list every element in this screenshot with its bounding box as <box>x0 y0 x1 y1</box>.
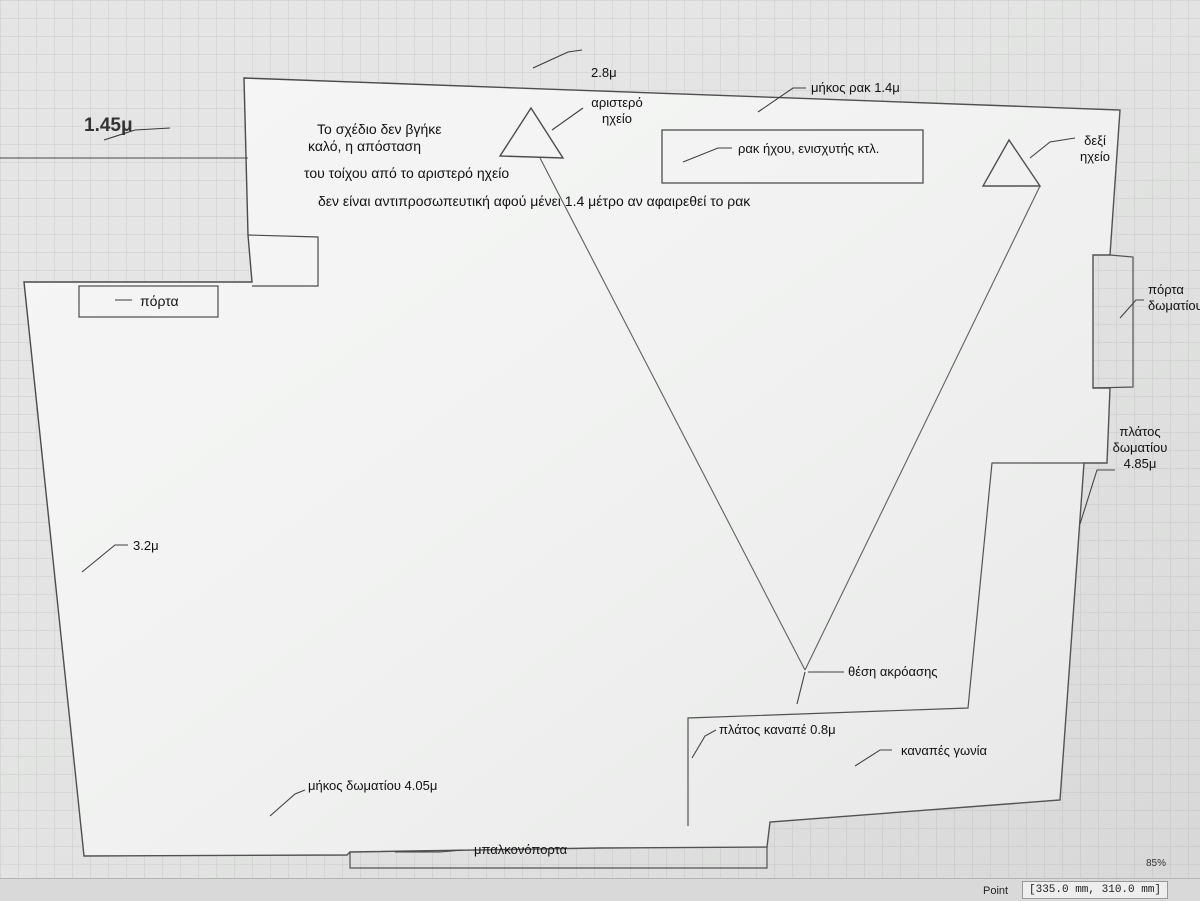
dimension-left-top-1-45: 1.45μ <box>84 115 133 136</box>
door-left-label: πόρτα <box>140 293 179 309</box>
dimension-left-side-3-2: 3.2μ <box>133 538 159 553</box>
sofa-corner-label: καναπές γωνία <box>901 743 988 758</box>
sofa-width-label: πλάτος καναπέ 0.8μ <box>719 722 836 737</box>
door-right-label: πόρτα δωματίου <box>1148 282 1200 313</box>
note-text-line-4: δεν είναι αντιπροσωπευτική αφού μένει 1.… <box>318 193 751 209</box>
balcony-door-label: μπαλκονόπορτα <box>474 842 568 857</box>
status-mode: Point <box>983 885 1009 897</box>
cursor-coordinates: [335.0 mm, 310.0 mm] <box>1022 881 1169 899</box>
listening-position-label: θέση ακρόασης <box>848 664 938 679</box>
rack-box-label: ρακ ήχου, ενισχυτής κτλ. <box>738 141 880 156</box>
note-text-line-1: Το σχέδιο δεν βγήκε <box>317 121 442 137</box>
page-shade <box>0 0 1200 880</box>
rack-length-label: μήκος ρακ 1.4μ <box>811 80 900 95</box>
room-length-label: μήκος δωματίου 4.05μ <box>308 778 438 793</box>
dimension-top-2-8: 2.8μ <box>591 65 617 80</box>
note-text-line-3: του τοίχου από το αριστερό ηχείο <box>304 165 510 181</box>
note-text-line-2: καλό, η απόσταση <box>308 138 421 154</box>
room-width-label: πλάτος δωματίου 4.85μ <box>1112 424 1168 471</box>
left-speaker-label: αριστερό ηχείο <box>591 95 643 126</box>
status-bar: Point [335.0 mm, 310.0 mm] <box>0 878 1200 901</box>
zoom-indicator[interactable]: 85% <box>1146 858 1167 869</box>
right-speaker-label: δεξί ηχείο <box>1080 133 1110 164</box>
